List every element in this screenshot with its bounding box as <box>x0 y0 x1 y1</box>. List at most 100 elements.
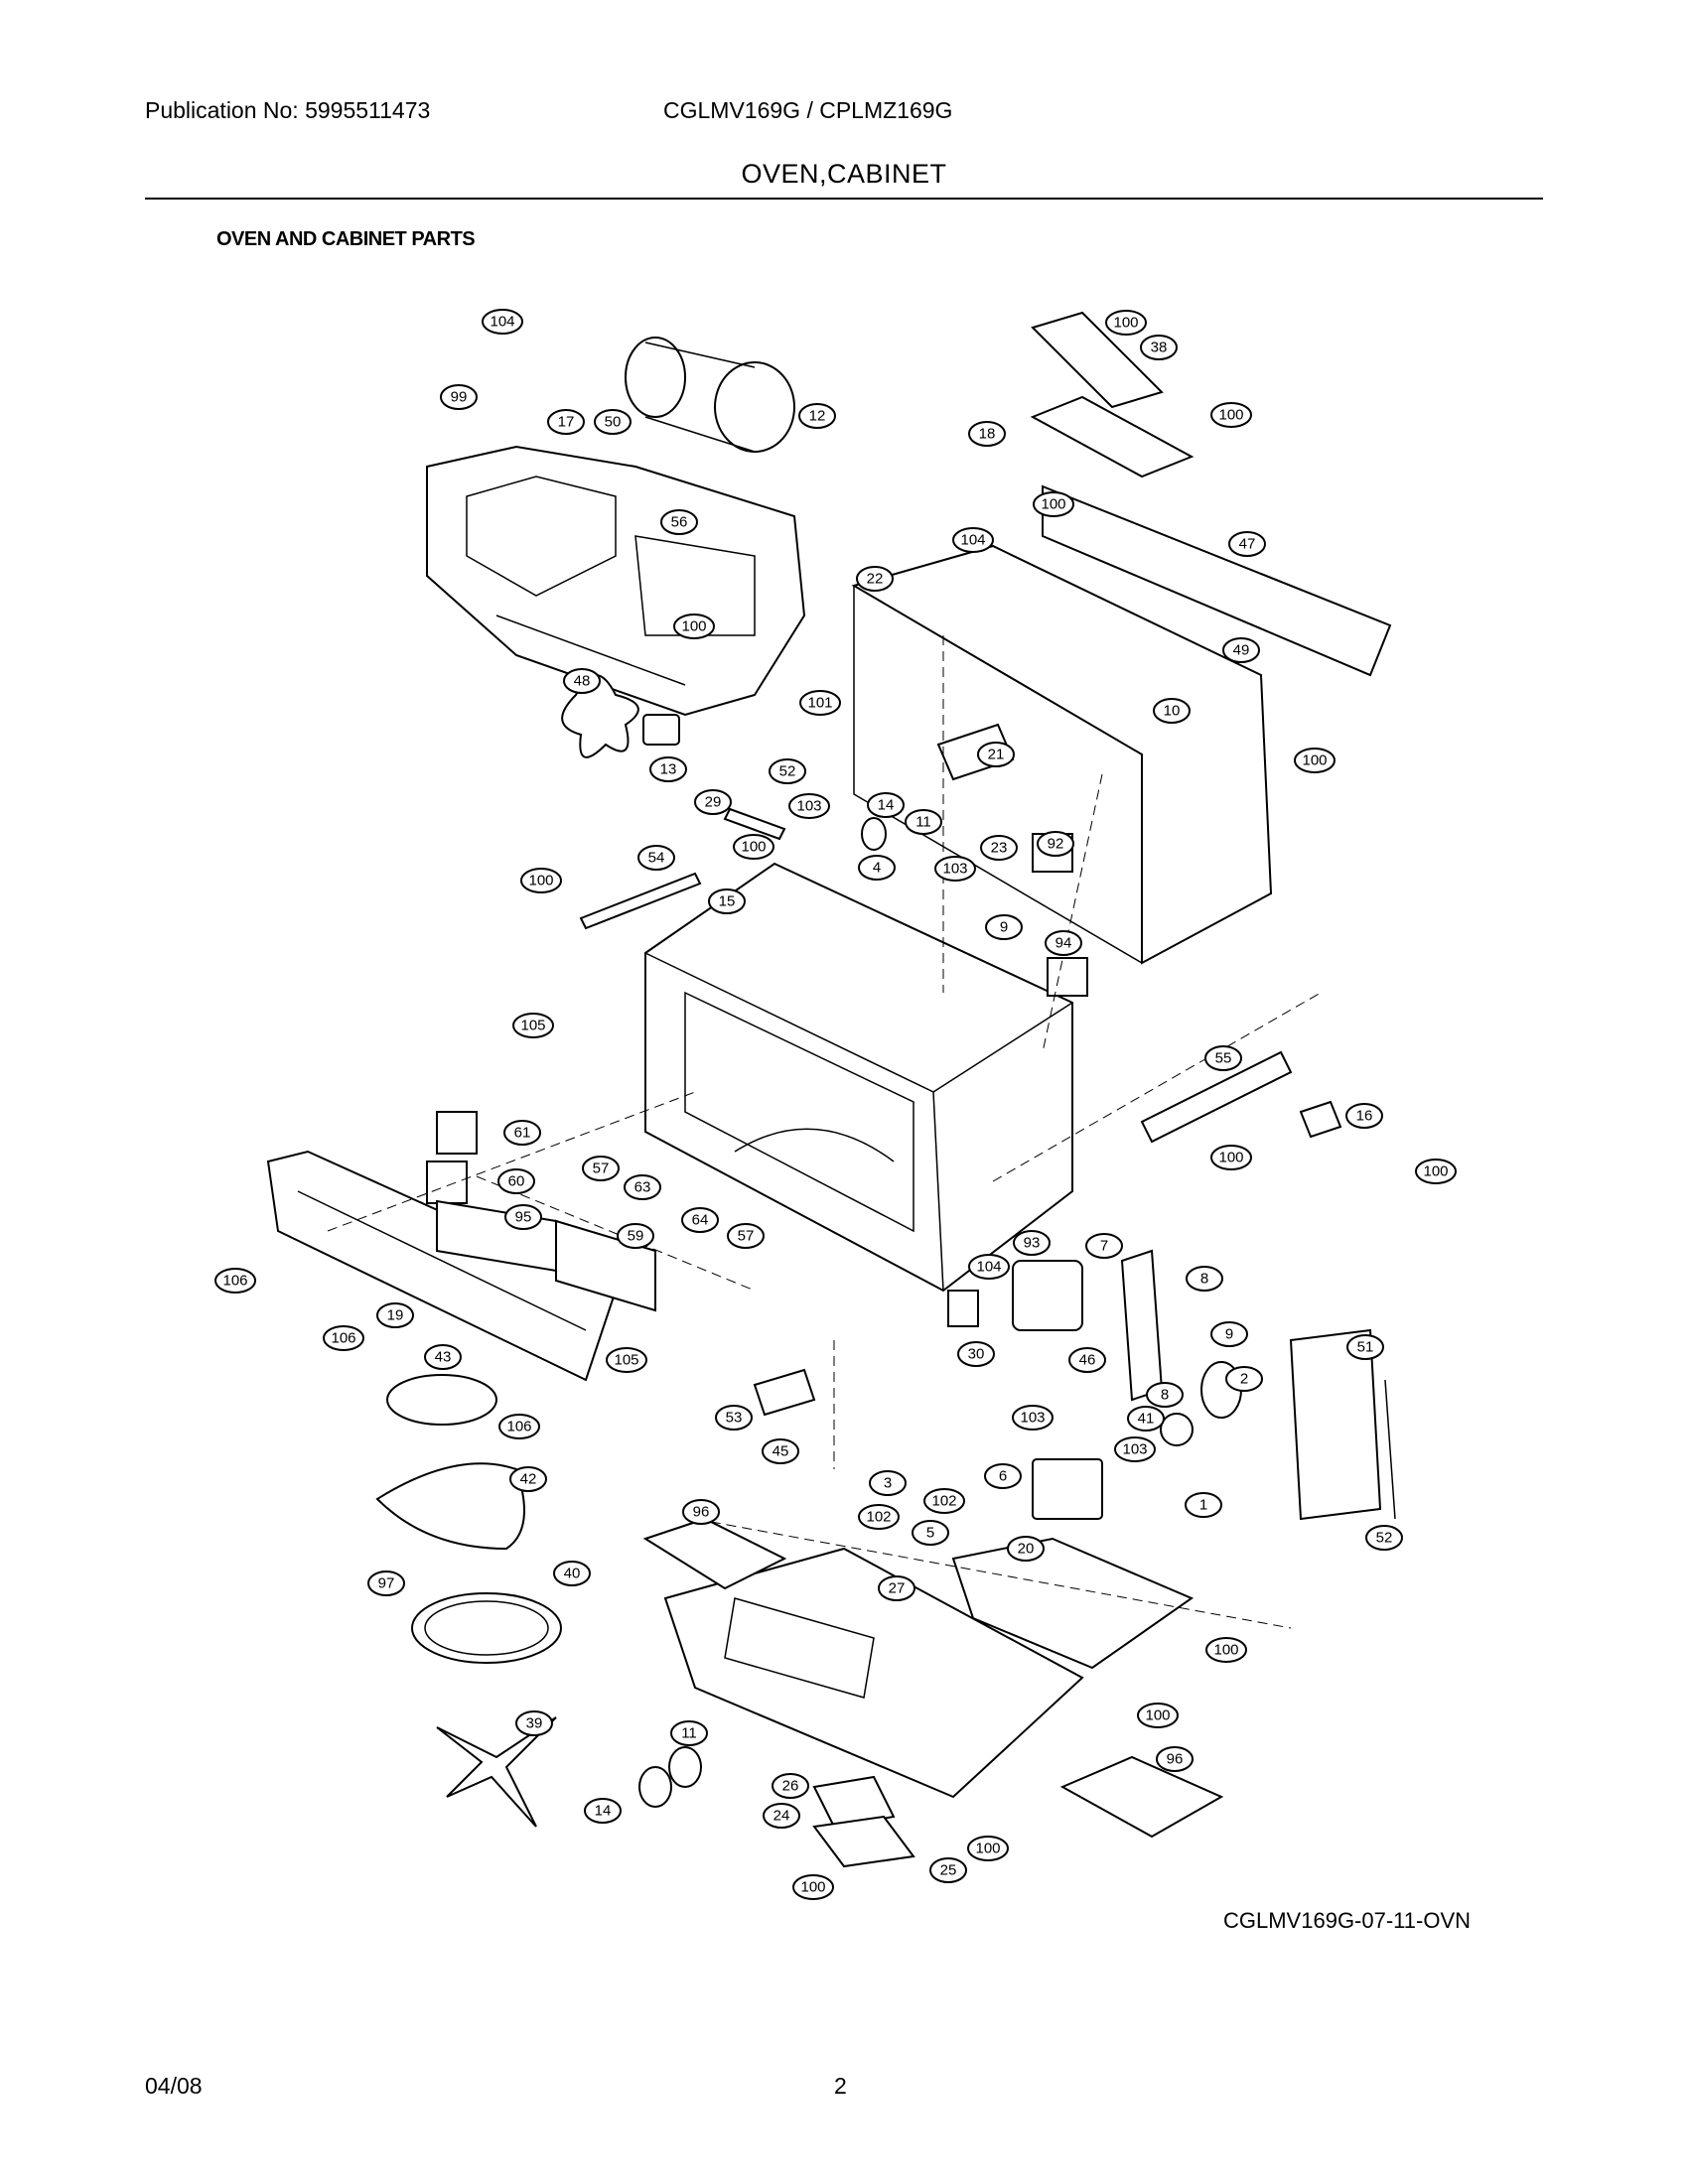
callout-text: 102 <box>931 1493 956 1510</box>
callout-106: 106 <box>214 1268 256 1294</box>
callout-51: 51 <box>1346 1334 1384 1360</box>
callout-95: 95 <box>504 1204 542 1230</box>
callout-103: 103 <box>1012 1405 1054 1431</box>
callout-57: 57 <box>582 1156 620 1181</box>
callout-61: 61 <box>503 1120 541 1146</box>
callout-text: 100 <box>800 1879 825 1896</box>
callout-text: 92 <box>1048 836 1064 853</box>
callout-8: 8 <box>1146 1382 1184 1408</box>
callout-105: 105 <box>606 1347 647 1373</box>
callout-10: 10 <box>1153 698 1191 724</box>
callout-99: 99 <box>440 384 478 410</box>
model-numbers: CGLMV169G / CPLMZ169G <box>663 97 953 123</box>
callout-25: 25 <box>929 1857 967 1883</box>
callout-5: 5 <box>912 1520 949 1546</box>
callout-30: 30 <box>957 1341 995 1367</box>
callout-text: 1 <box>1199 1497 1207 1514</box>
callout-100: 100 <box>1205 1637 1247 1663</box>
callout-labels: 104 99 17 50 12 100 38 100 18 56 100 104… <box>214 309 1457 1900</box>
callout-29: 29 <box>694 789 732 815</box>
callout-53: 53 <box>715 1405 753 1431</box>
callout-100: 100 <box>1415 1159 1457 1184</box>
callout-text: 103 <box>942 861 967 878</box>
callout-96: 96 <box>682 1499 720 1525</box>
callout-text: 26 <box>782 1778 799 1795</box>
callout-text: 100 <box>528 873 553 889</box>
callout-103: 103 <box>1114 1436 1156 1462</box>
callout-6: 6 <box>984 1463 1022 1489</box>
callout-text: 57 <box>738 1228 755 1245</box>
callout-text: 42 <box>520 1471 537 1488</box>
callout-text: 12 <box>809 408 826 425</box>
callout-97: 97 <box>367 1570 405 1596</box>
callout-text: 38 <box>1151 340 1168 356</box>
callout-text: 63 <box>634 1179 651 1196</box>
callout-text: 52 <box>1376 1530 1393 1547</box>
callout-text: 9 <box>1000 919 1008 936</box>
callout-18: 18 <box>968 421 1006 447</box>
callout-41: 41 <box>1127 1406 1165 1432</box>
callout-text: 30 <box>968 1346 985 1363</box>
callout-42: 42 <box>509 1466 547 1492</box>
callout-46: 46 <box>1068 1347 1106 1373</box>
callout-106: 106 <box>498 1414 540 1439</box>
callout-text: 16 <box>1356 1108 1373 1125</box>
callout-text: 95 <box>515 1209 532 1226</box>
callout-49: 49 <box>1222 637 1260 663</box>
callout-22: 22 <box>856 566 894 592</box>
callout-24: 24 <box>763 1803 800 1829</box>
callout-text: 100 <box>1423 1163 1448 1180</box>
callout-text: 61 <box>514 1125 531 1142</box>
callout-104: 104 <box>482 309 523 335</box>
callout-text: 103 <box>796 798 821 815</box>
callout-100: 100 <box>520 868 562 893</box>
callout-text: 100 <box>975 1841 1000 1857</box>
callout-text: 94 <box>1055 935 1072 952</box>
callout-text: 100 <box>741 839 766 856</box>
callout-52: 52 <box>769 758 806 784</box>
callout-11: 11 <box>905 809 942 835</box>
callout-text: 15 <box>719 893 736 910</box>
callout-text: 106 <box>222 1273 247 1290</box>
callout-text: 103 <box>1122 1441 1147 1458</box>
callout-45: 45 <box>762 1438 799 1464</box>
callout-text: 96 <box>693 1504 710 1521</box>
page-number: 2 <box>834 2073 847 2099</box>
callout-103: 103 <box>788 793 830 819</box>
callout-12: 12 <box>798 403 836 429</box>
callout-text: 11 <box>681 1725 697 1742</box>
callout-50: 50 <box>594 409 632 435</box>
callout-100: 100 <box>792 1874 834 1900</box>
callout-100: 100 <box>1105 310 1147 336</box>
callout-text: 105 <box>614 1352 638 1369</box>
callout-text: 60 <box>508 1173 525 1190</box>
callout-64: 64 <box>681 1207 719 1233</box>
callout-text: 29 <box>705 794 722 811</box>
publication-number: Publication No: 5995511473 <box>145 97 431 123</box>
callout-101: 101 <box>799 690 841 716</box>
callout-text: 56 <box>671 514 688 531</box>
callout-text: 23 <box>991 840 1008 857</box>
callout-text: 96 <box>1167 1751 1184 1768</box>
callout-text: 64 <box>692 1212 709 1229</box>
callout-105: 105 <box>512 1013 554 1038</box>
callout-text: 103 <box>1020 1410 1045 1427</box>
callout-9: 9 <box>985 914 1023 940</box>
callout-text: 39 <box>526 1715 543 1732</box>
callout-text: 49 <box>1233 642 1250 659</box>
header-divider <box>145 198 1543 200</box>
callout-63: 63 <box>624 1174 661 1200</box>
callout-text: 106 <box>506 1419 531 1435</box>
callout-text: 40 <box>564 1566 581 1582</box>
callout-47: 47 <box>1228 531 1266 557</box>
callout-text: 59 <box>628 1228 644 1245</box>
callout-102: 102 <box>858 1504 900 1530</box>
callout-text: 52 <box>779 763 796 780</box>
callout-21: 21 <box>977 742 1015 767</box>
callout-100: 100 <box>1137 1703 1179 1728</box>
callout-text: 104 <box>490 314 514 331</box>
callout-52: 52 <box>1365 1525 1403 1551</box>
callout-1: 1 <box>1185 1492 1222 1518</box>
callout-text: 100 <box>1218 1150 1243 1166</box>
